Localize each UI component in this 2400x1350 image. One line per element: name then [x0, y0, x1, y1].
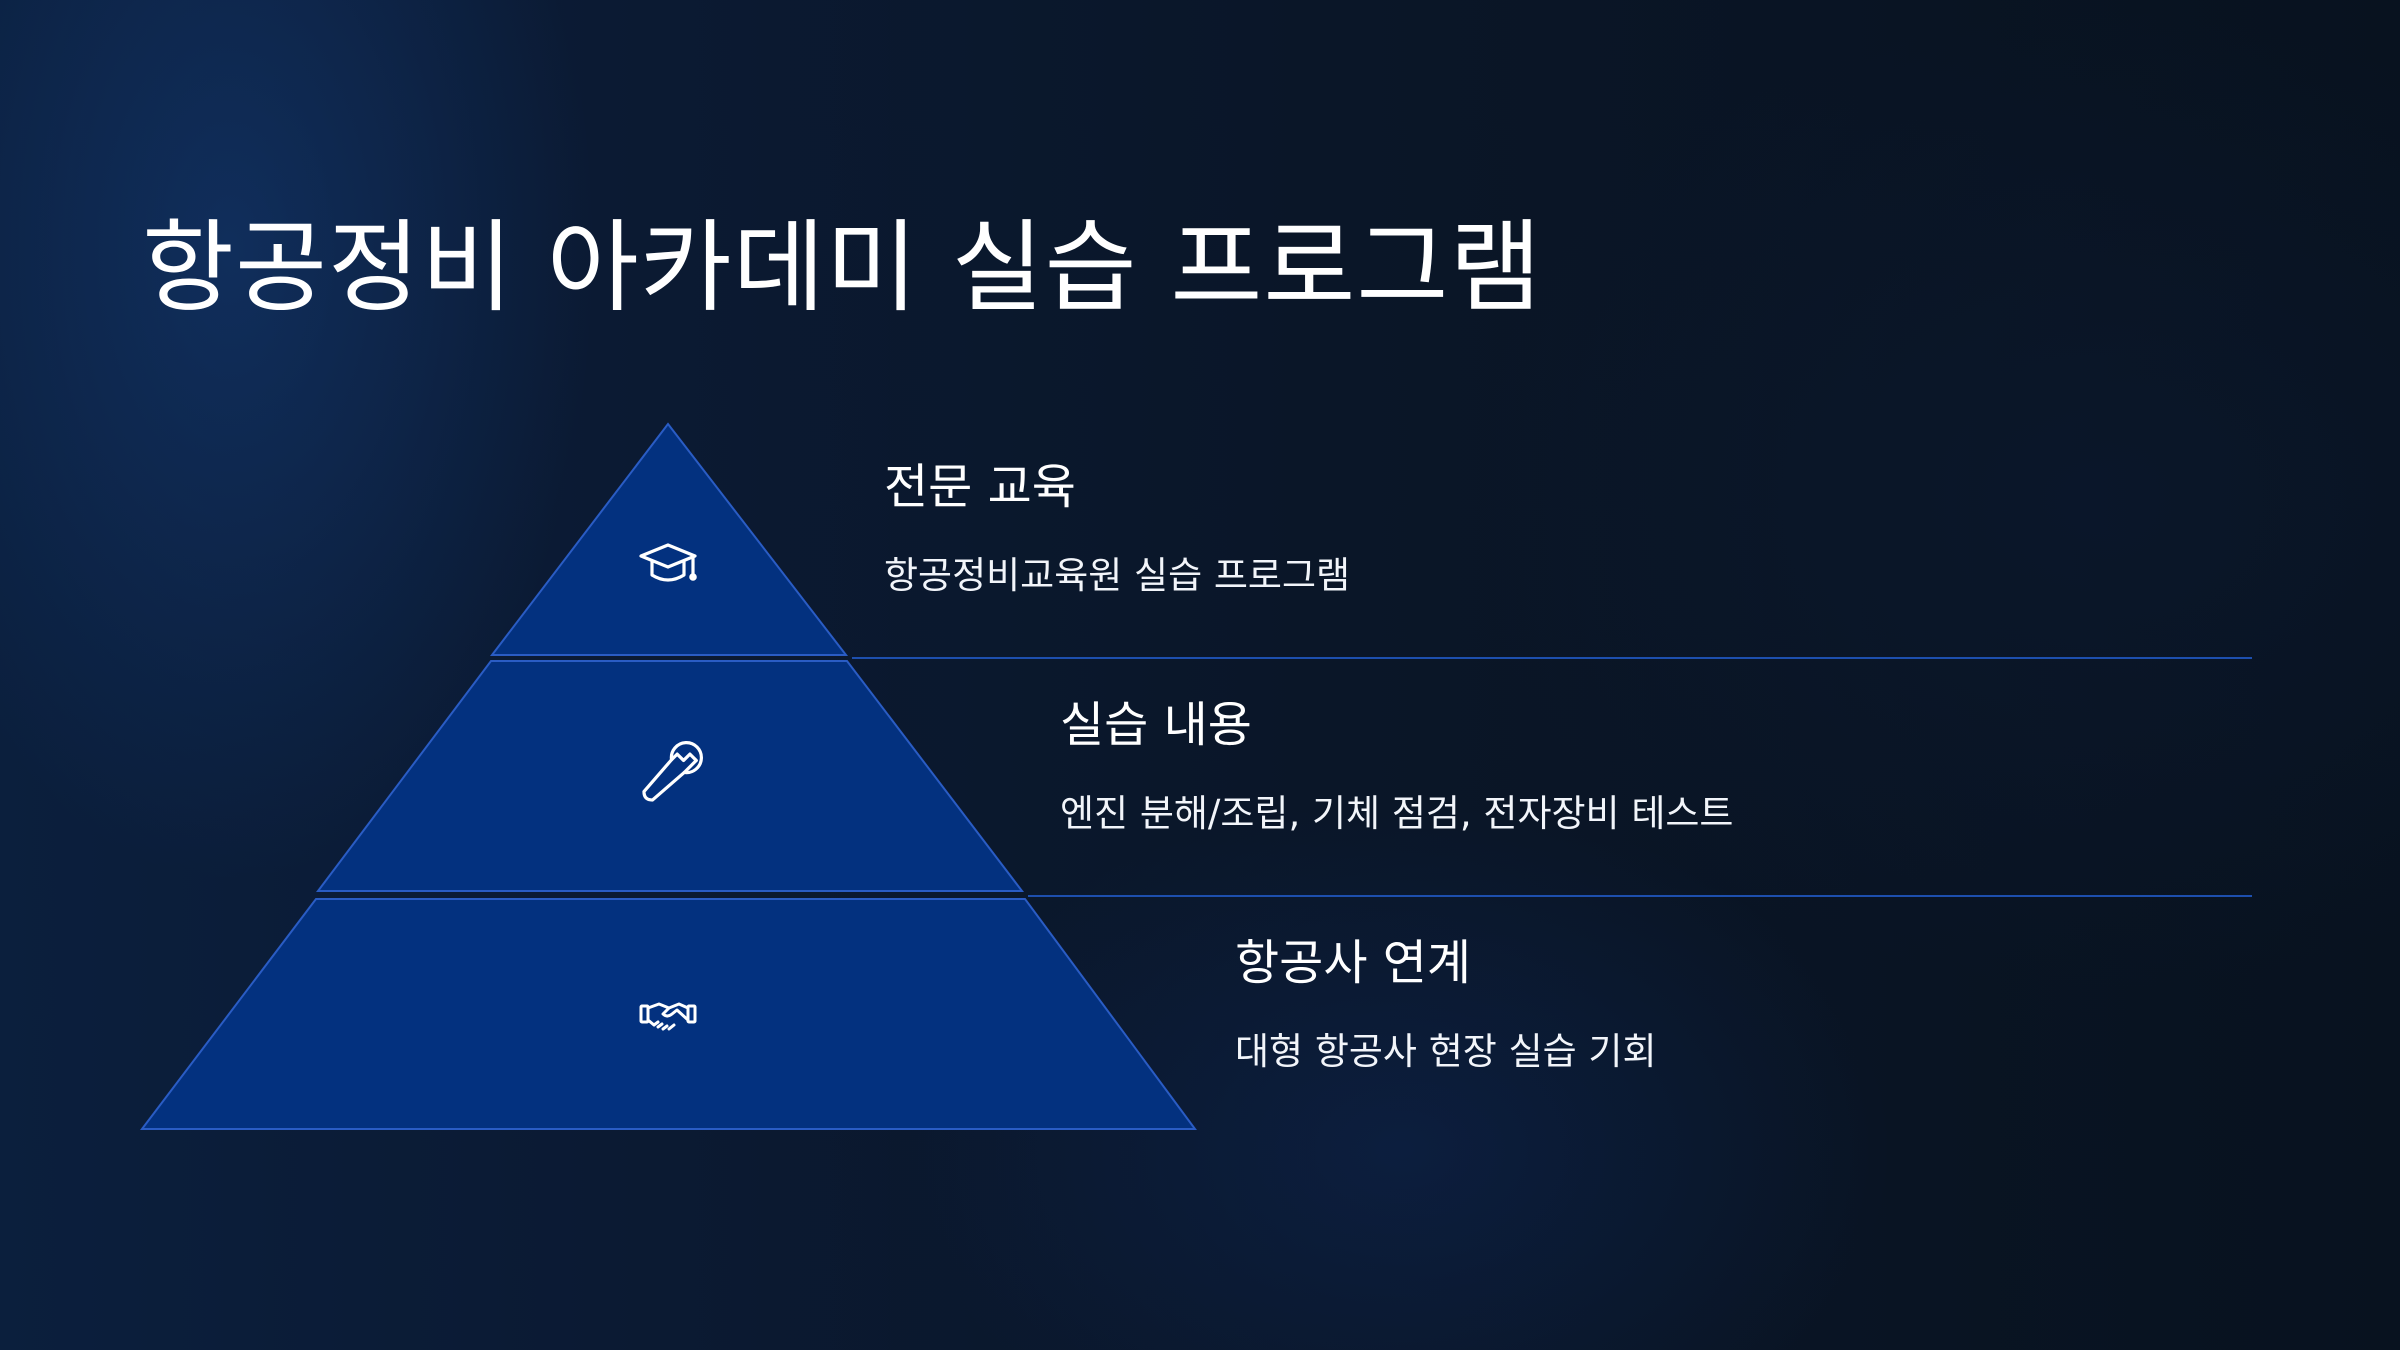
level-2-description: 엔진 분해/조립, 기체 점검, 전자장비 테스트	[1060, 792, 1734, 835]
pyramid-tier-3	[139, 898, 1197, 1130]
level-3-title: 항공사 연계	[1235, 935, 1472, 991]
level-1-description: 항공정비교육원 실습 프로그램	[884, 554, 1351, 597]
level-3-description: 대형 항공사 현장 실습 기회	[1235, 1030, 1657, 1073]
graduation-cap-icon	[639, 543, 697, 582]
pyramid-tier-2	[315, 660, 1025, 892]
handshake-icon	[639, 1002, 697, 1031]
wrench-icon	[642, 741, 703, 802]
level-1-title: 전문 교육	[884, 459, 1076, 515]
slide-title: 항공정비 아카데미 실습 프로그램	[142, 209, 1543, 326]
pyramid-tier-1	[489, 422, 849, 656]
level-2-title: 실습 내용	[1060, 697, 1252, 753]
